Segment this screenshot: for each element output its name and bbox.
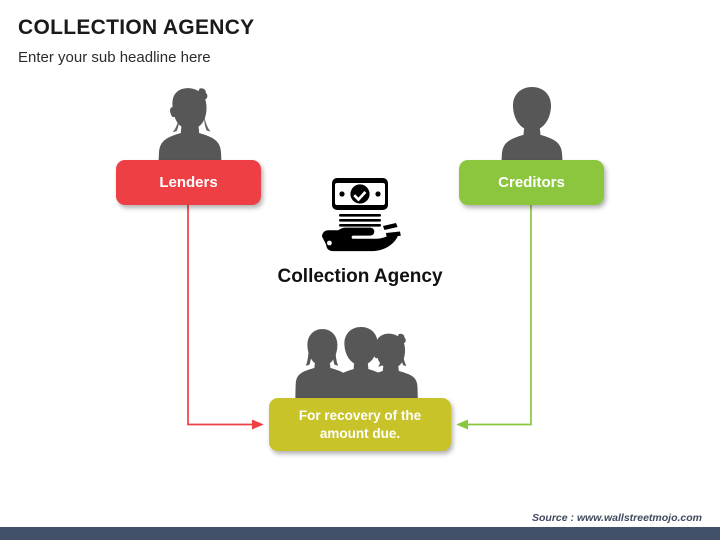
node-recovery[interactable]: For recovery of the amount due. [269,398,451,451]
node-recovery-label-line1: For recovery of the [298,407,422,423]
connector-lenders-to-recovery [187,205,264,430]
connector-creditors-to-recovery [456,205,532,430]
source-attribution: Source : www.wallstreetmojo.com [532,512,702,524]
agency-caption: Collection Agency [277,266,443,287]
node-creditors-label: Creditors [498,174,565,191]
footer-bar [0,527,720,540]
page-subtitle: Enter your sub headline here [18,49,211,66]
page-title: COLLECTION AGENCY [18,16,255,39]
female-silhouette-icon [158,88,222,166]
node-creditors[interactable]: Creditors [459,160,604,205]
hand-holding-money-icon [322,178,401,252]
male-silhouette-icon [501,87,563,166]
node-lenders[interactable]: Lenders [116,160,261,205]
node-recovery-label: For recovery of the amount due. [299,407,421,443]
node-lenders-label: Lenders [159,174,218,191]
node-recovery-label-line2: amount due. [319,425,401,441]
group-of-people-silhouette-icon [295,327,418,400]
